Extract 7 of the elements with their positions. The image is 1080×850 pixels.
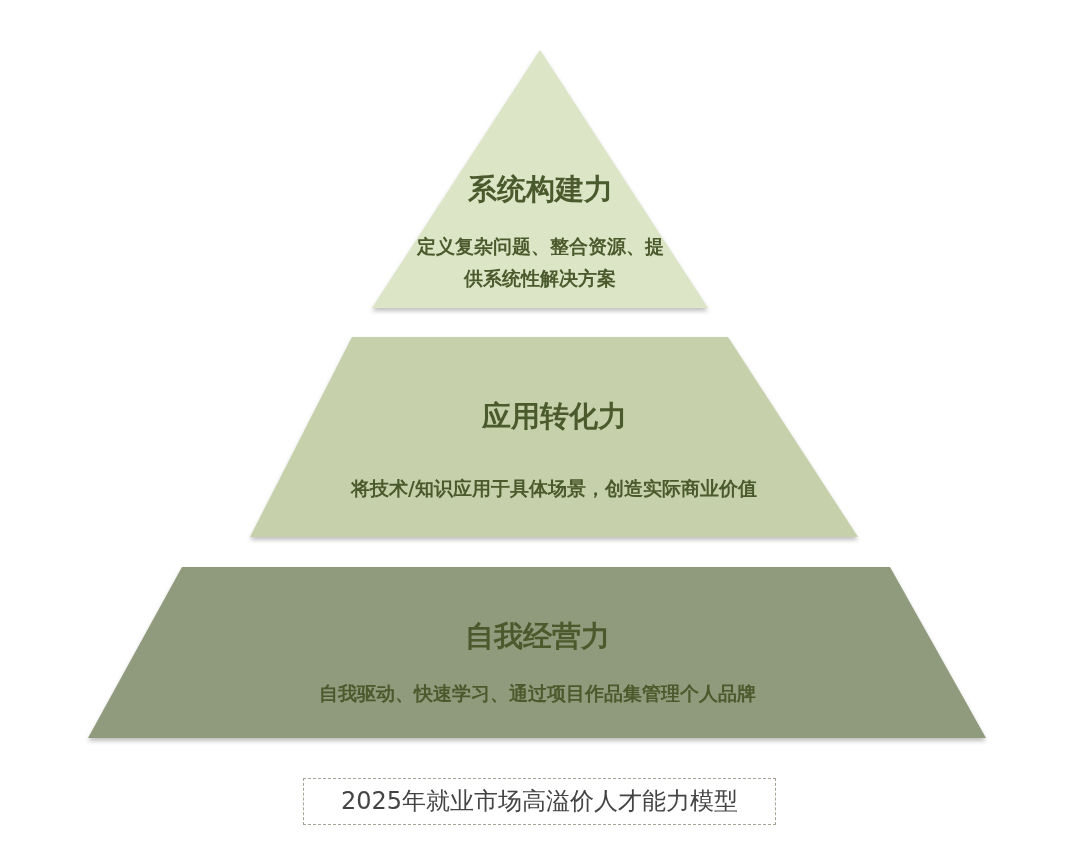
tier-description: 定义复杂问题、整合资源、提供系统性解决方案 <box>415 234 665 291</box>
tier-title: 应用转化力 <box>480 398 628 435</box>
tier-description: 自我驱动、快速学习、通过项目作品集管理个人品牌 <box>317 681 757 706</box>
caption: 2025年就业市场高溢价人才能力模型 <box>303 778 776 825</box>
tier-title: 系统构建力 <box>466 171 614 208</box>
tier-description: 将技术/知识应用于具体场景，创造实际商业价值 <box>349 476 758 501</box>
tier-title: 自我经营力 <box>463 618 611 655</box>
